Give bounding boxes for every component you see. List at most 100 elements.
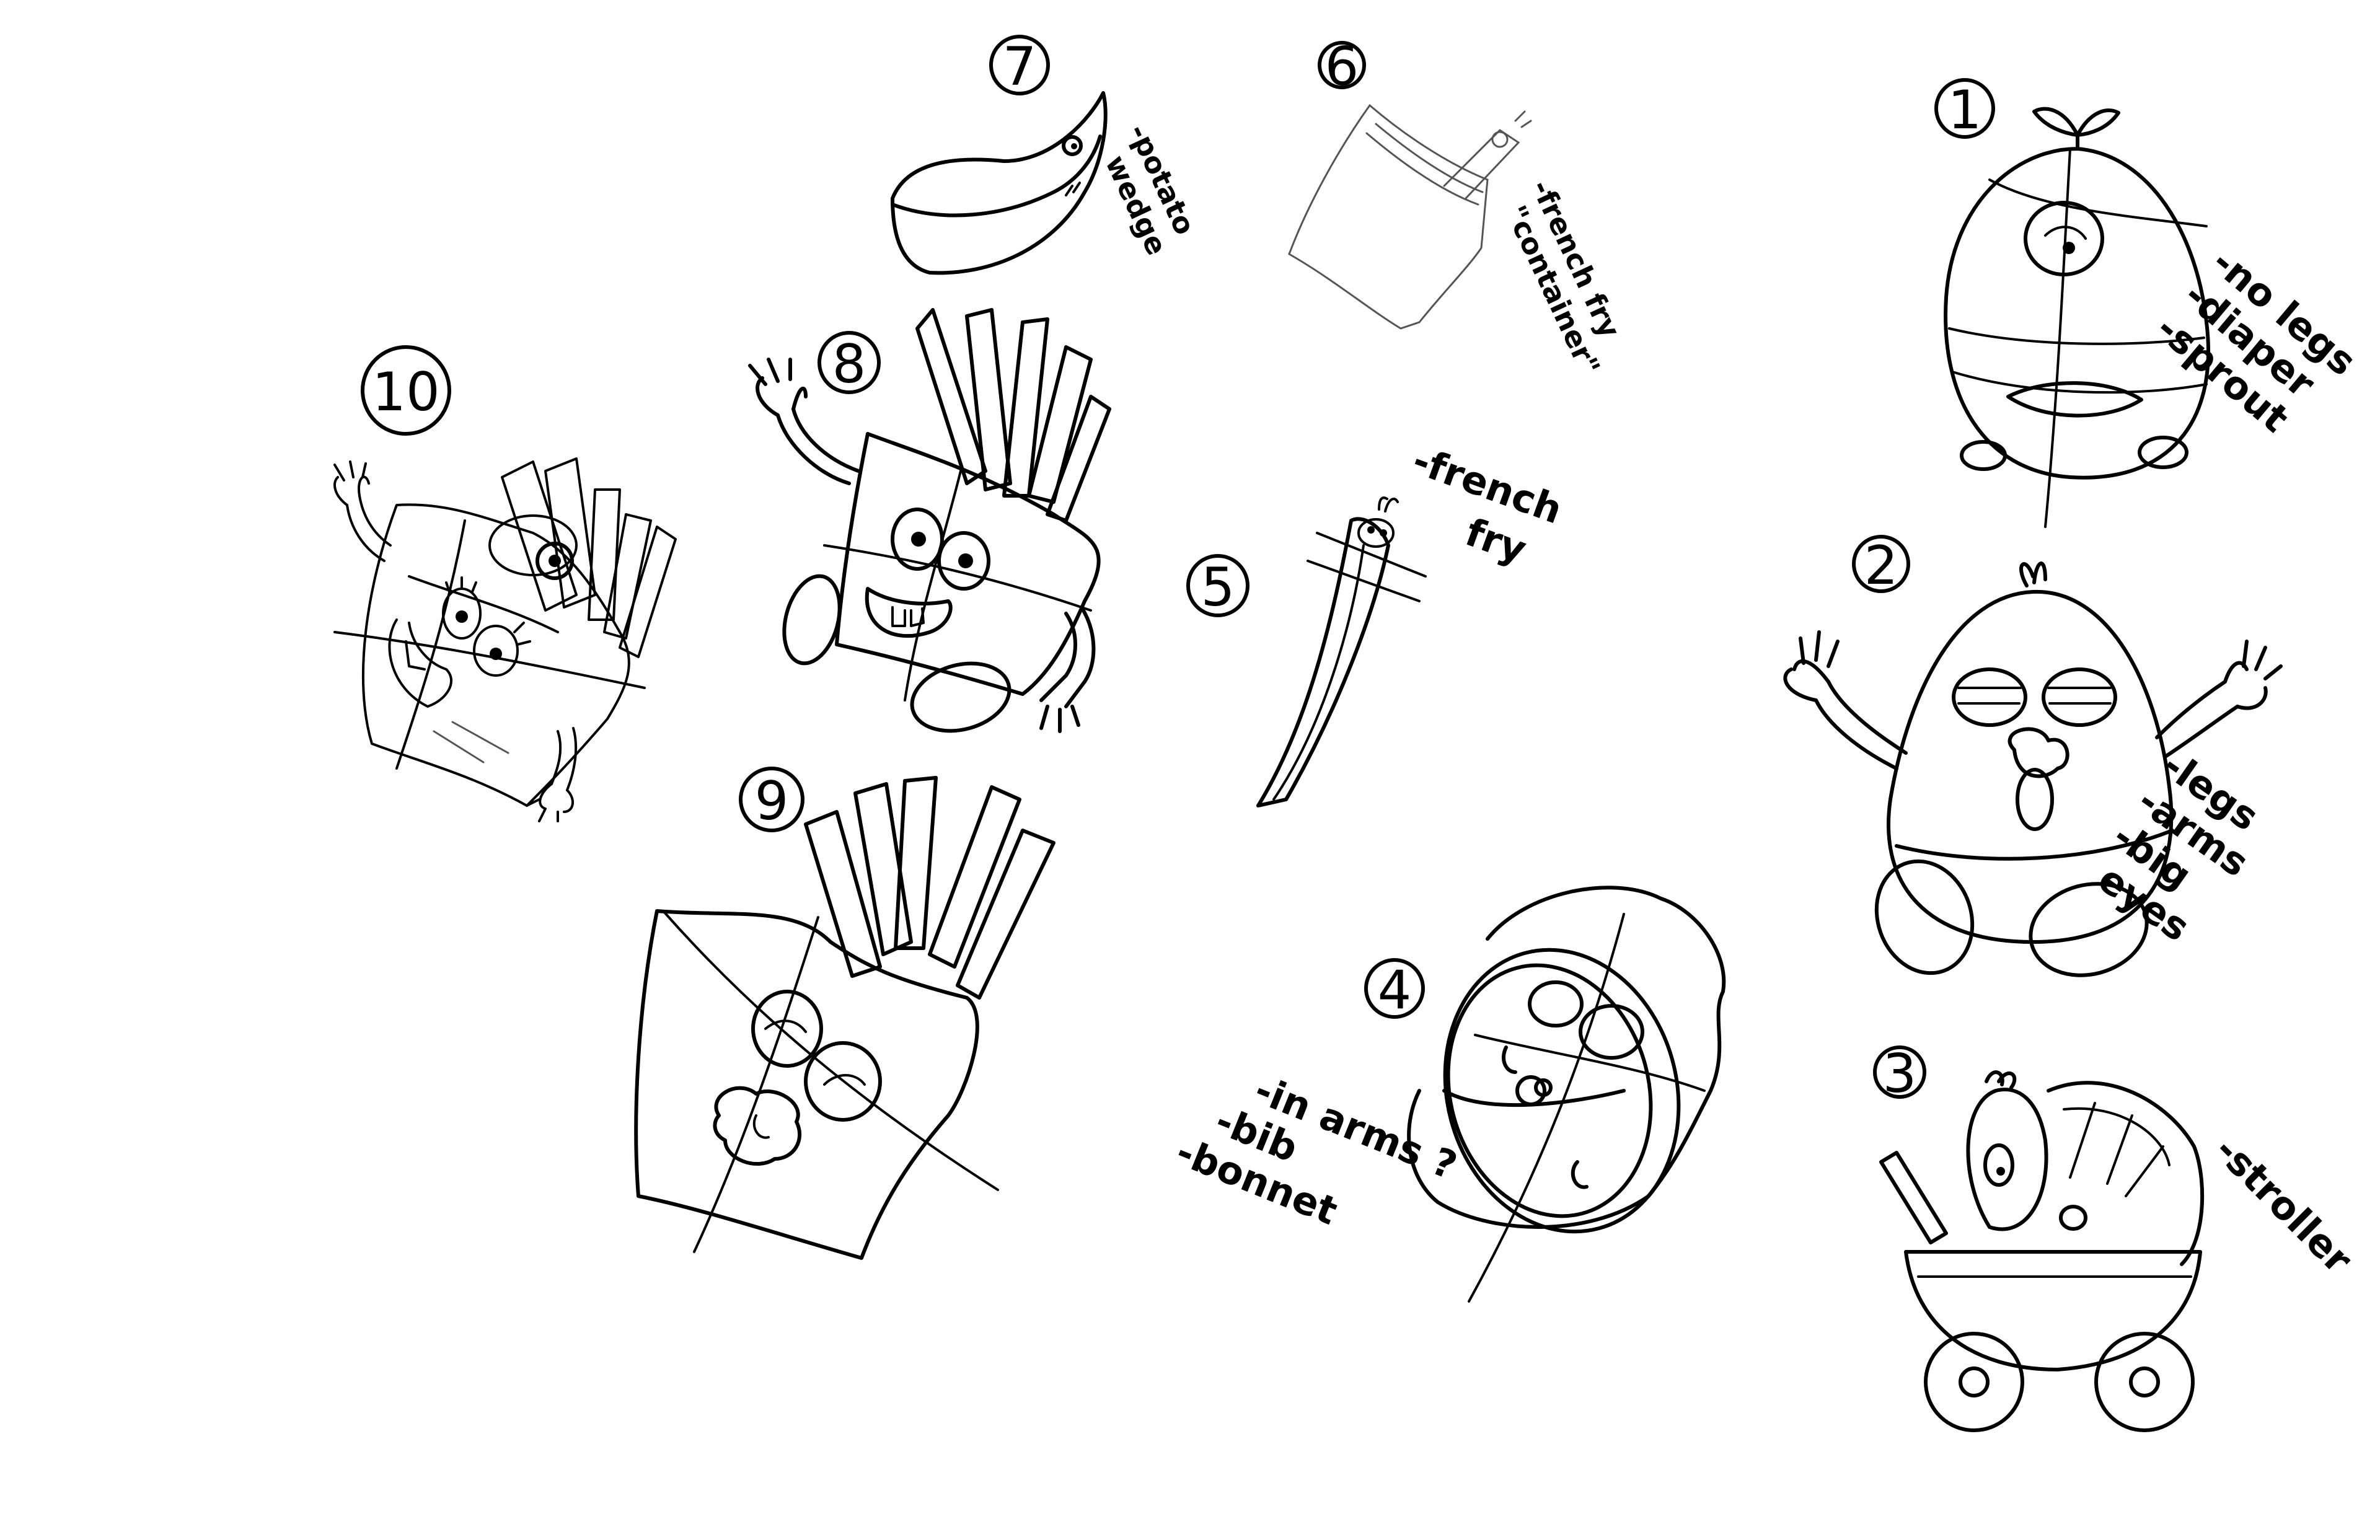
fry <box>603 513 652 640</box>
wedge-eye <box>1062 135 1083 156</box>
arm-right <box>550 727 578 791</box>
eye-right <box>1579 1004 1644 1060</box>
eye-lines <box>1957 687 2022 705</box>
mouth <box>2006 381 2143 418</box>
hand-right <box>1039 674 1086 733</box>
fry <box>853 782 913 956</box>
guide-line <box>823 544 1092 612</box>
sketch-6-notes: -french fry "container" <box>1499 175 1627 381</box>
sketch-1: 1 -no legs -diaper -sprout <box>1934 78 2365 528</box>
bib-mark <box>1571 1160 1589 1189</box>
guide-line <box>904 470 962 702</box>
sprout <box>1985 1070 2017 1089</box>
number-badge-1 <box>1934 78 1995 139</box>
sketch-4-notes: -in arms ? -bib -bonnet <box>1170 1067 1463 1234</box>
sketch-4-number: 4 <box>1378 959 1412 1021</box>
stroller-hood <box>2047 1081 2205 1266</box>
fry-face <box>1491 131 1509 148</box>
fry-body <box>1256 517 1390 807</box>
fry <box>588 488 621 621</box>
sketch-7: 7 -potato wedge <box>891 35 1202 275</box>
fry-edge <box>1272 544 1365 801</box>
sketch-7-number: 7 <box>1003 36 1037 98</box>
fry <box>619 526 677 658</box>
pacifier-ring <box>2016 768 2054 831</box>
pupil <box>2063 242 2075 254</box>
eye-right <box>2042 667 2117 727</box>
wheel-right <box>2094 1332 2195 1432</box>
hand-left <box>748 358 808 417</box>
number-badge-3 <box>1873 1045 1926 1099</box>
potato-baby <box>1966 1088 2048 1231</box>
fry <box>894 776 938 950</box>
eye-left <box>891 508 944 571</box>
shading <box>433 721 509 763</box>
sketch-9: 9 <box>634 767 1056 1260</box>
note-stroller: -stroller <box>2206 1127 2361 1282</box>
eye-right <box>1380 529 1387 537</box>
hand-right <box>526 783 574 822</box>
guide-line <box>1307 532 1427 602</box>
number-badge-8 <box>818 331 881 394</box>
wedge-pupil <box>1071 143 1077 149</box>
guide-line <box>1951 371 2208 394</box>
sketch-9-number: 9 <box>755 770 789 832</box>
fry <box>544 457 596 609</box>
sketch-5-notes: -french fry <box>1407 437 1568 572</box>
foot-left <box>782 574 842 666</box>
sketch-2-number: 2 <box>1864 535 1898 597</box>
fry <box>804 810 882 978</box>
pacifier <box>713 1086 801 1166</box>
hand-right <box>2223 640 2283 710</box>
container-rim <box>1375 123 1484 193</box>
pacifier <box>2008 727 2069 778</box>
sketch-6-number: 6 <box>1325 36 1359 98</box>
wheel-hub <box>2129 1366 2160 1397</box>
bonnet <box>1407 886 1726 1229</box>
pacifier-center <box>1534 1078 1553 1097</box>
eye-left <box>1367 526 1375 534</box>
guide-line <box>1988 178 2208 227</box>
fry-box <box>361 503 630 807</box>
fry <box>1046 395 1111 522</box>
eye-lid <box>823 1074 866 1086</box>
sketch-10-number: 10 <box>372 361 439 423</box>
fry-sticking-out <box>1443 129 1520 200</box>
eye-lid <box>764 1019 807 1033</box>
sketch-1-number: 1 <box>1948 79 1982 141</box>
fry <box>915 308 987 485</box>
sketch-3: 3 -stroller <box>1873 1043 2361 1432</box>
bib-line <box>1442 1089 1626 1107</box>
diaper-line <box>1895 829 2174 861</box>
guide-line <box>395 519 466 770</box>
number-badge-6 <box>1318 41 1366 89</box>
head-circle <box>488 514 578 576</box>
guide-line <box>693 916 819 1253</box>
guide-line <box>408 575 559 633</box>
foot-right <box>2029 882 2149 977</box>
cheek <box>1502 1045 1517 1074</box>
stroller-handle <box>1879 1151 1948 1244</box>
sketch-5: 5 -french fry <box>1186 437 1568 807</box>
pupil-left <box>456 610 468 623</box>
fry <box>501 460 578 612</box>
pupil <box>1996 1167 2005 1176</box>
stroller-hood-rim <box>2063 1107 2171 1166</box>
hair-tuft <box>2019 561 2047 587</box>
pacifier-detail <box>752 1114 770 1139</box>
arm-left <box>346 495 392 562</box>
eye-right <box>473 625 519 677</box>
guide-line <box>333 631 646 689</box>
guide-line <box>1948 327 2205 345</box>
eye-sketch-pupil <box>549 555 561 567</box>
fry <box>965 308 1012 491</box>
sketch-6: 6 -french fry "container" <box>1288 36 1627 381</box>
fry-box <box>634 909 979 1260</box>
eye <box>1983 1143 2014 1187</box>
diaper-spot <box>2138 436 2188 469</box>
fry <box>928 785 1021 969</box>
arm-right <box>2155 680 2239 758</box>
sprout-leaf-right <box>2076 108 2120 137</box>
sketch-2-notes: -legs -arms -big eyes <box>2090 742 2267 950</box>
